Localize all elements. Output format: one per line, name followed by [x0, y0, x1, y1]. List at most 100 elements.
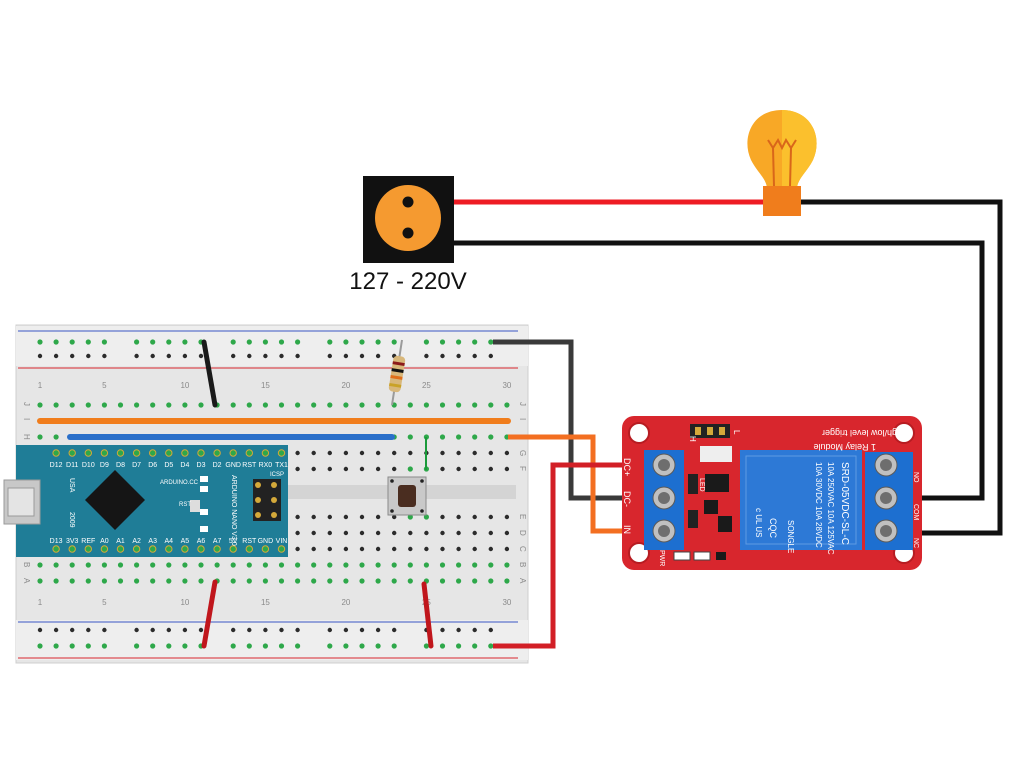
nano-pin-pad — [197, 545, 205, 553]
light-bulb-icon — [747, 110, 817, 216]
breadboard-hole — [311, 578, 317, 584]
supply-voltage-label: 127 - 220V — [349, 268, 467, 295]
rail-hole — [279, 353, 284, 359]
breadboard-hole — [53, 562, 59, 568]
rail-hole — [327, 643, 333, 649]
rail-hole — [231, 353, 236, 359]
rail-hole — [150, 339, 156, 345]
breadboard-hole — [311, 514, 316, 520]
rail-hole — [166, 353, 171, 359]
row-letter: I — [22, 418, 31, 420]
row-letter: B — [518, 562, 527, 567]
column-number: 20 — [341, 598, 350, 607]
nano-pin-pad — [132, 449, 141, 457]
nano-pin-label: D10 — [82, 462, 95, 469]
nano-pin-pad — [229, 449, 237, 457]
row-letter: B — [22, 562, 31, 567]
relay-rating-line1: 10A 250VAC 10A 125VAC — [826, 462, 835, 555]
nano-pin-pad — [100, 449, 109, 457]
nano-pin-label: A6 — [197, 538, 206, 545]
breadboard-hole — [504, 402, 510, 408]
breadboard-hole — [214, 562, 220, 568]
rail-hole — [295, 353, 300, 359]
neutral-wire — [454, 240, 985, 501]
row-letter: D — [518, 530, 527, 536]
breadboard-hole — [439, 578, 446, 584]
breadboard-hole — [392, 466, 397, 472]
breadboard-hole — [440, 466, 445, 472]
breadboard-hole — [69, 578, 75, 584]
rail-hole — [279, 627, 284, 633]
breadboard-hole — [359, 402, 365, 408]
rail-hole — [472, 627, 477, 633]
wire-gnd-to-relay — [493, 339, 643, 501]
outlet-pin-top — [402, 196, 414, 208]
column-number: 30 — [502, 598, 511, 607]
nano-rst-label: RST — [179, 502, 191, 508]
icsp-pin — [271, 482, 277, 488]
nano-pin-label: 3V3 — [66, 538, 79, 545]
breadboard-hole — [407, 562, 413, 568]
breadboard-hole — [440, 514, 445, 520]
rail-hole — [456, 339, 462, 345]
breadboard-hole — [472, 562, 478, 568]
outlet-face — [375, 185, 441, 251]
breadboard-hole — [391, 578, 397, 584]
breadboard-hole — [295, 466, 300, 472]
lamp-return-wire — [801, 199, 1003, 536]
rail-hole — [262, 643, 268, 649]
breadboard-hole — [408, 450, 413, 456]
column-number: 5 — [102, 598, 107, 607]
relay-terminal-nc: NC — [912, 538, 919, 548]
rail-hole — [488, 353, 493, 359]
relay-cert-ul: c UL US — [754, 508, 763, 538]
breadboard-hole — [504, 514, 510, 520]
rail-hole — [295, 627, 300, 633]
relay-control-wires — [493, 339, 643, 649]
breadboard-hole — [295, 450, 300, 456]
rail-hole — [101, 339, 107, 345]
rail-hole — [327, 627, 332, 633]
nano-pin-label: A5 — [181, 538, 190, 545]
rail-hole — [150, 627, 155, 633]
breadboard-hole — [472, 546, 477, 552]
rail-hole — [439, 643, 446, 649]
nano-pin-label: RX0 — [259, 462, 273, 469]
breadboard-hole — [359, 578, 365, 584]
push-button — [387, 476, 427, 516]
breadboard-hole — [343, 402, 349, 408]
rail-hole — [295, 339, 301, 345]
led-rx — [200, 486, 208, 492]
nano-pin-label: A3 — [148, 538, 157, 545]
rail-hole — [134, 339, 140, 345]
rail-hole — [263, 627, 268, 633]
breadboard-hole — [456, 450, 461, 456]
rail-hole — [359, 643, 365, 649]
rail-hole — [182, 353, 188, 359]
rail-hole — [246, 643, 252, 649]
rail-hole — [424, 353, 429, 359]
power-rail-bottom — [16, 620, 528, 660]
nano-pin-pad — [165, 545, 173, 553]
rail-hole — [246, 339, 252, 345]
breadboard-hole — [472, 514, 477, 520]
breadboard-hole — [37, 402, 43, 408]
breadboard-hole — [343, 530, 349, 536]
nano-pin-pad — [261, 545, 270, 553]
rail-hole — [375, 643, 381, 649]
rail-hole — [230, 339, 236, 345]
relay-terminal-no: NO — [912, 472, 919, 483]
rail-hole — [391, 339, 397, 345]
relay-jumper-l: L — [732, 430, 741, 435]
rail-hole — [359, 627, 365, 633]
rail-hole — [70, 627, 75, 633]
icsp-pin — [255, 482, 261, 488]
nano-pin-label: 5V — [229, 538, 238, 545]
breadboard-hole — [134, 562, 140, 568]
rail-hole — [295, 643, 301, 649]
breadboard-hole — [85, 562, 91, 568]
breadboard-hole — [472, 402, 478, 408]
breadboard-hole — [488, 450, 493, 456]
breadboard-hole — [327, 578, 333, 584]
nano-pin-label: GND — [258, 538, 274, 545]
